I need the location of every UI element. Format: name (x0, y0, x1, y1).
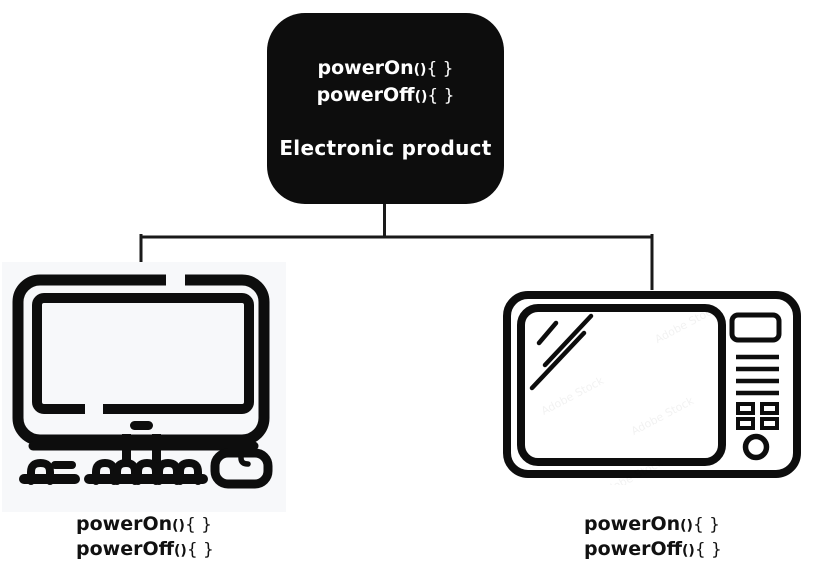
method-name: powerOff (584, 538, 683, 560)
desktop-computer-icon (12, 272, 273, 489)
method-braces: { } (692, 515, 720, 535)
method-name: powerOn (76, 513, 173, 535)
method-parens: () (680, 518, 693, 534)
tree-connector-path (139, 202, 654, 297)
method-parens: () (682, 543, 695, 559)
microwave-icon: Adobe Stock Adobe Stock Adobe Stock Adob… (503, 291, 801, 500)
method-name: powerOn (584, 513, 681, 535)
computer-method-poweron: powerOn(){ } (76, 513, 214, 538)
microwave-methods-label: powerOn(){ } powerOff(){ } (584, 513, 722, 563)
method-name: powerOff (76, 538, 175, 560)
parent-method-poweroff: powerOff(){ } (267, 83, 504, 110)
method-name: powerOn (317, 57, 414, 79)
method-parens: () (413, 62, 427, 78)
parent-method-poweron: powerOn(){ } (267, 56, 504, 83)
computer-method-poweroff: powerOff(){ } (76, 538, 214, 563)
microwave-image: Adobe Stock Adobe Stock Adobe Stock Adob… (495, 290, 805, 500)
method-name: powerOff (316, 84, 415, 106)
method-braces: { } (427, 86, 455, 106)
method-braces: { } (694, 540, 722, 560)
method-parens: () (172, 518, 185, 534)
microwave-method-poweron: powerOn(){ } (584, 513, 722, 538)
method-braces: { } (184, 515, 212, 535)
parent-class-box: powerOn(){ } powerOff(){ } Electronic pr… (267, 13, 504, 204)
method-parens: () (414, 89, 428, 105)
method-parens: () (174, 543, 187, 559)
computer-methods-label: powerOn(){ } powerOff(){ } (76, 513, 214, 563)
method-braces: { } (426, 59, 454, 79)
parent-class-name: Electronic product (279, 136, 492, 160)
microwave-method-poweroff: powerOff(){ } (584, 538, 722, 563)
method-braces: { } (186, 540, 214, 560)
computer-image (2, 262, 286, 512)
